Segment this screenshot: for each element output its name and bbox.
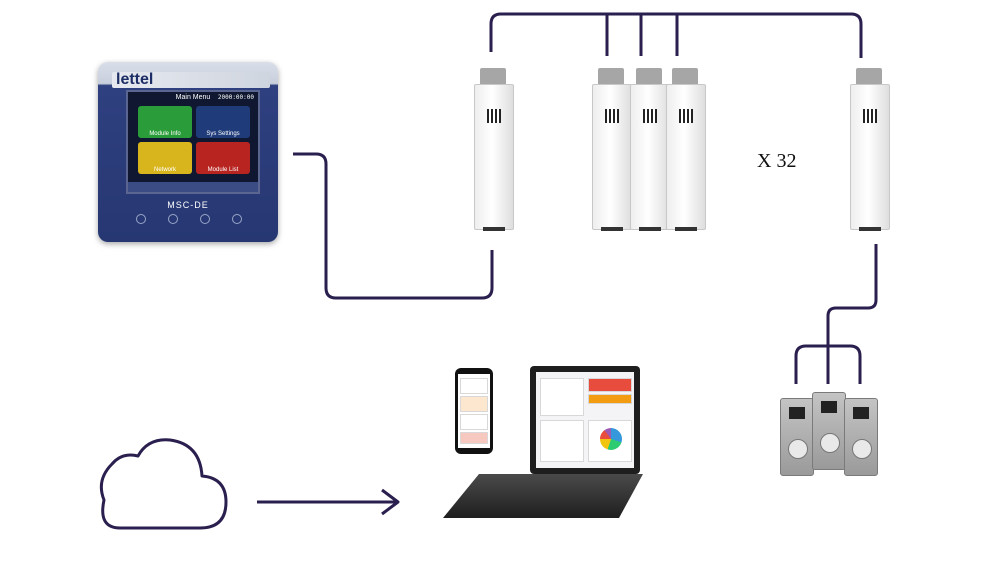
laptop-keyboard xyxy=(443,474,643,518)
sensor-link-line xyxy=(826,244,878,346)
measurement-module xyxy=(666,68,706,231)
qr-code-icon xyxy=(487,109,501,123)
qr-code-icon xyxy=(679,109,693,123)
tile-sys-settings: Sys Settings xyxy=(196,106,250,138)
panel-button xyxy=(168,214,178,224)
pie-chart-icon xyxy=(600,428,622,450)
qr-code-icon xyxy=(643,109,657,123)
screen-time: 2000:00:00 xyxy=(217,94,254,101)
current-sensors xyxy=(778,392,878,482)
screen-title: Main Menu xyxy=(175,94,211,101)
screen-nav-bar xyxy=(128,182,258,192)
panel-link-line xyxy=(293,152,494,300)
tile-module-info: Module Info xyxy=(138,106,192,138)
panel-button xyxy=(136,214,146,224)
measurement-module xyxy=(850,68,890,231)
current-sensor xyxy=(844,398,878,476)
tile-label: Sys Settings xyxy=(206,131,240,137)
measurement-module xyxy=(630,68,670,231)
panel-button xyxy=(200,214,210,224)
current-sensor xyxy=(780,398,814,476)
smartphone-image xyxy=(455,368,493,454)
laptop-image xyxy=(530,366,640,474)
display-panel-device: lettel Main Menu 2000:00:00 Module Info … xyxy=(98,62,278,242)
panel-button xyxy=(232,214,242,224)
qr-code-icon xyxy=(605,109,619,123)
tile-label: Module Info xyxy=(149,131,181,137)
panel-brand-label: lettel xyxy=(116,71,154,88)
current-sensor xyxy=(812,392,846,470)
panel-model-label: MSC-DE xyxy=(167,200,209,210)
arrow-head-icon xyxy=(381,488,400,516)
tile-label: Module List xyxy=(207,167,239,173)
measurement-module xyxy=(592,68,632,231)
qr-code-icon xyxy=(863,109,877,123)
panel-brand-bar xyxy=(112,72,270,88)
tile-module-list: Module List xyxy=(196,142,250,174)
cloud-icon xyxy=(99,438,228,530)
measurement-module xyxy=(474,68,514,231)
tile-network: Network xyxy=(138,142,192,174)
panel-screen: Main Menu 2000:00:00 Module Info Sys Set… xyxy=(126,90,260,194)
tile-label: Network xyxy=(153,167,176,173)
module-count-label: X 32 xyxy=(757,150,797,172)
